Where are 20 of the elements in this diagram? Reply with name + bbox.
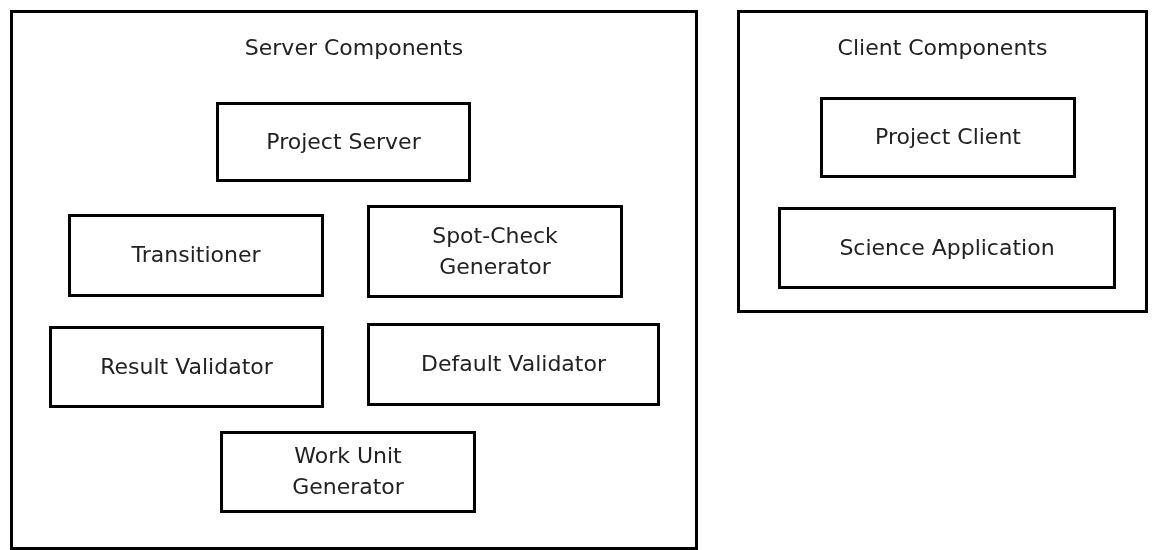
- component-box: [49, 326, 324, 408]
- component-box: [216, 102, 471, 182]
- component-label: Science Application: [839, 233, 1055, 262]
- component-label: Spot-Check Generator: [431, 221, 559, 281]
- component-box: [820, 97, 1076, 178]
- component-box: [68, 214, 324, 297]
- group-box: [10, 10, 698, 550]
- group-title: Client Components: [837, 35, 1048, 60]
- group-box: [737, 10, 1148, 313]
- component-box: [367, 323, 660, 406]
- component-label: Default Validator: [421, 350, 606, 379]
- component-label: Project Server: [266, 127, 421, 156]
- component-label: Work Unit Generator: [291, 442, 405, 501]
- component-label: Project Client: [875, 123, 1021, 152]
- group-title: Server Components: [244, 35, 464, 60]
- component-box: [778, 207, 1116, 289]
- component-label: Transitioner: [131, 241, 261, 270]
- component-label: Result Validator: [100, 352, 273, 381]
- component-box: [220, 431, 476, 513]
- component-box: [367, 205, 623, 298]
